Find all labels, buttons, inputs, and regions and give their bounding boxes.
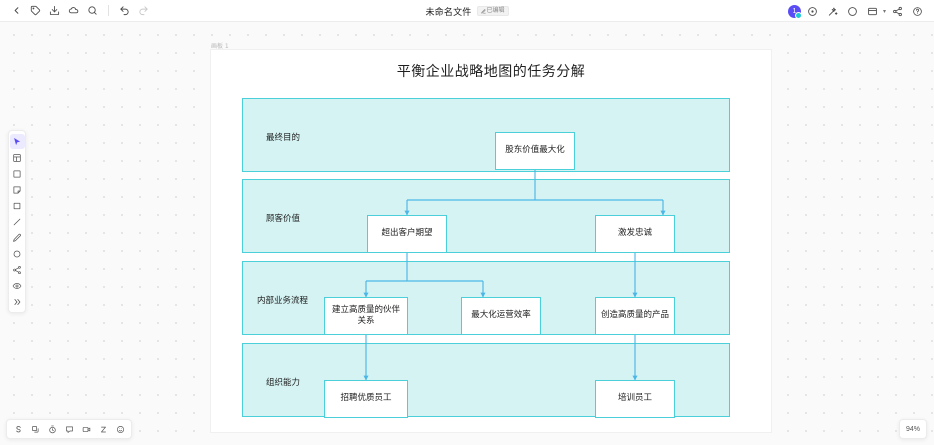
document-title-group: 未命名文件 已编辑	[0, 0, 934, 22]
zen-mode-icon[interactable]	[96, 422, 110, 436]
frame-tool[interactable]	[10, 150, 25, 165]
node-exceed-expectations[interactable]: 超出客户期望	[367, 215, 447, 253]
band-label-ultimate-purpose: 最终目的	[266, 133, 301, 143]
circle-tool[interactable]	[10, 246, 25, 261]
node-shareholder-value[interactable]: 股东价值最大化	[495, 132, 575, 170]
band-label-customer-value: 顾客价值	[266, 214, 301, 224]
connector-tool[interactable]	[10, 262, 25, 277]
artboard-label[interactable]: 画板 1	[211, 43, 229, 50]
zoom-level-button[interactable]: 94%	[899, 419, 927, 439]
left-toolbar	[8, 130, 26, 313]
node-inspire-loyalty[interactable]: 激发忠诚	[595, 215, 675, 253]
rectangle-tool[interactable]	[10, 198, 25, 213]
tag-icon[interactable]	[27, 2, 44, 19]
node-train-employee[interactable]: 培训员工	[595, 380, 675, 418]
top-toolbar-right-group: 1 ▾	[787, 0, 926, 22]
eye-tool[interactable]	[10, 278, 25, 293]
pen-tool[interactable]	[10, 230, 25, 245]
sticky-note-tool[interactable]	[10, 182, 25, 197]
node-maximize-efficiency[interactable]: 最大化运营效率	[461, 297, 541, 335]
undo-icon[interactable]	[116, 2, 133, 19]
redo-icon[interactable]	[135, 2, 152, 19]
help-icon[interactable]	[909, 3, 926, 20]
bottom-toolbar	[6, 419, 132, 439]
canvas[interactable]: 画板 1 平衡企业战略地图的任务分解 最终目的 顾客价值 内部业务流程 组织能力	[0, 22, 934, 445]
diagram-title: 平衡企业战略地图的任务分解	[396, 64, 586, 80]
document-title[interactable]: 未命名文件	[425, 7, 472, 18]
select-tool[interactable]	[9, 134, 25, 149]
toolbar-divider	[108, 5, 109, 16]
document-status-badge[interactable]: 已编辑	[476, 6, 509, 16]
cursor-mode-icon[interactable]	[11, 422, 25, 436]
node-recruit-talent[interactable]: 招聘优质员工	[324, 380, 408, 418]
share-icon[interactable]	[889, 3, 906, 20]
band-label-internal-process: 内部业务流程	[257, 296, 309, 306]
chat-icon[interactable]	[62, 422, 76, 436]
avatar-initial: 1	[792, 7, 797, 15]
top-toolbar: 未命名文件 已编辑 1 ▾	[0, 0, 934, 22]
magic-wand-icon[interactable]	[824, 3, 841, 20]
band-label-org-capability: 组织能力	[266, 378, 301, 388]
comment-icon[interactable]	[844, 3, 861, 20]
layers-icon[interactable]	[28, 422, 42, 436]
chevron-down-icon[interactable]: ▾	[882, 8, 886, 15]
emoji-icon[interactable]	[113, 422, 127, 436]
artboard[interactable]: 平衡企业战略地图的任务分解 最终目的 顾客价值 内部业务流程 组织能力	[211, 50, 771, 432]
timer-icon[interactable]	[45, 422, 59, 436]
avatar[interactable]: 1	[787, 4, 802, 19]
history-icon[interactable]	[804, 3, 821, 20]
zoom-level-value: 94%	[905, 425, 920, 433]
video-icon[interactable]	[79, 422, 93, 436]
export-icon[interactable]	[46, 2, 63, 19]
more-tools[interactable]	[10, 294, 25, 309]
node-build-partnership[interactable]: 建立高质量的伙伴关系	[324, 297, 408, 335]
present-icon[interactable]	[864, 3, 881, 20]
shape-tool[interactable]	[10, 166, 25, 181]
top-toolbar-left-group	[0, 2, 152, 19]
line-tool[interactable]	[10, 214, 25, 229]
band-ultimate-purpose[interactable]	[242, 98, 730, 172]
back-icon[interactable]	[8, 2, 25, 19]
search-icon[interactable]	[84, 2, 101, 19]
cloud-icon[interactable]	[65, 2, 82, 19]
node-create-quality-product[interactable]: 创造高质量的产品	[595, 297, 675, 335]
document-status-text: 已编辑	[486, 7, 505, 14]
